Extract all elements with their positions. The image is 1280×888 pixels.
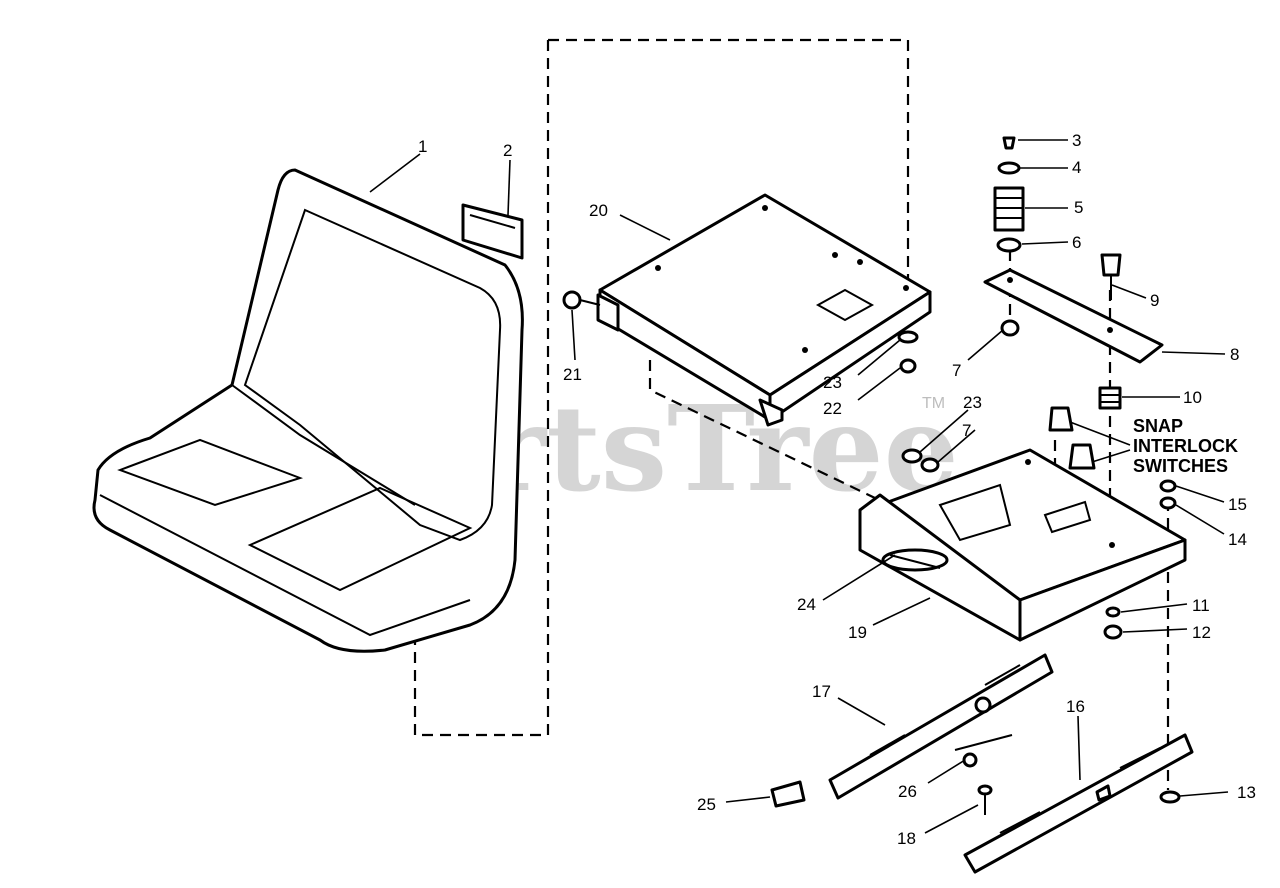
callout-7-upper: 7 [952,361,961,380]
callout-16: 16 [1066,697,1085,716]
callout-6: 6 [1072,233,1081,252]
callout-25: 25 [697,795,716,814]
callout-19: 19 [848,623,867,642]
callout-10: 10 [1183,388,1202,407]
washer-nut-pan [897,330,919,374]
callout-3: 3 [1072,131,1081,150]
spring-10 [1098,386,1122,410]
callout-13: 13 [1237,783,1256,802]
spring-stack [993,136,1025,253]
callout-24: 24 [797,595,816,614]
interlock-switches [1048,406,1096,470]
callout-26: 26 [898,782,917,801]
hardware-small [1103,479,1181,804]
callout-11: 11 [1192,596,1210,615]
callouts: 1 2 20 21 3 4 5 6 9 8 7 10 23 22 23 7 15… [418,131,1256,848]
note-line-3: SWITCHES [1133,456,1228,476]
callout-22: 22 [823,399,842,418]
slide-rail-17 [828,653,1054,800]
leader-lines [369,139,1229,834]
callout-1: 1 [418,137,427,156]
callout-5: 5 [1074,198,1083,217]
callout-20: 20 [589,201,608,220]
slide-rail-16 [963,733,1194,874]
screw-18 [977,784,993,815]
washer-nut-base [901,448,940,473]
callout-15: 15 [1228,495,1247,514]
callout-4: 4 [1072,158,1081,177]
callout-23-base: 23 [963,393,982,412]
callout-8: 8 [1230,345,1239,364]
note-line-1: SNAP [1133,416,1183,436]
callout-21: 21 [563,365,582,384]
seat [92,168,524,653]
watermark-trademark: TM [922,395,945,412]
callout-12: 12 [1192,623,1211,642]
callout-17: 17 [812,682,831,701]
callout-7-base: 7 [962,421,971,440]
callout-18: 18 [897,829,916,848]
seat-pan [596,193,932,427]
note-line-2: INTERLOCK [1133,436,1238,456]
callout-9: 9 [1150,291,1159,310]
interlock-note: SNAP INTERLOCK SWITCHES [1133,416,1238,476]
callout-2: 2 [503,141,512,160]
bolt-9 [1100,253,1122,300]
nut-7-upper [1000,319,1020,337]
bolt-21 [562,290,601,310]
base-frame [858,448,1187,642]
handle-25 [770,780,806,808]
hinge-bracket [461,203,524,260]
callout-14: 14 [1228,530,1247,549]
callout-23-pan: 23 [823,373,842,392]
plate-8 [983,268,1164,364]
